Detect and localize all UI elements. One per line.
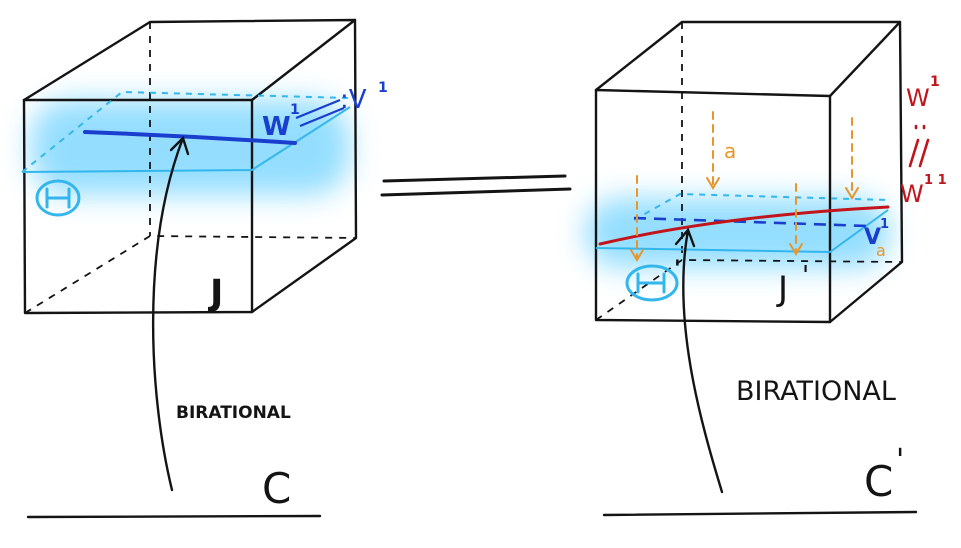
flow-arrow xyxy=(789,183,803,256)
right-w1-sup: 1 xyxy=(930,74,940,90)
left-glow xyxy=(30,100,350,195)
right-v-sup: 1 xyxy=(880,217,889,232)
right-base-label: C xyxy=(864,457,893,506)
right-slice-plane xyxy=(595,192,889,254)
left-arrow-label: BIRATIONAL xyxy=(176,403,291,423)
right-theta-symbol xyxy=(625,264,679,302)
left-base-line xyxy=(26,514,322,519)
left-diagram xyxy=(21,18,358,519)
left-divisor-curve xyxy=(83,130,297,145)
right-space-prime: ' xyxy=(802,261,809,291)
right-base-prime: ' xyxy=(896,443,904,478)
right-v-sub: a xyxy=(876,241,886,260)
right-base-line xyxy=(602,510,918,517)
right-glow xyxy=(585,198,890,268)
right-space-label: J xyxy=(776,269,788,309)
right-w-equiv-marks xyxy=(908,124,930,168)
right-flow-label: a xyxy=(724,139,736,163)
right-birational-arrow xyxy=(674,227,724,494)
flow-arrow xyxy=(630,175,644,262)
left-equiv-label: :V xyxy=(340,85,367,115)
flow-arrow xyxy=(845,117,859,200)
right-diagram xyxy=(585,20,930,517)
left-theta-symbol xyxy=(35,179,81,217)
left-slice-plane xyxy=(21,90,351,173)
right-red-curve xyxy=(598,205,890,246)
left-equiv-sup: 1 xyxy=(378,80,388,96)
right-flow-arrows xyxy=(630,111,859,262)
equals-sign xyxy=(380,174,572,197)
left-birational-arrow xyxy=(151,135,190,492)
left-base-label: C xyxy=(262,464,291,513)
flow-arrow xyxy=(706,111,720,190)
left-divisor-label: W xyxy=(262,112,291,142)
right-theta-prime: ' xyxy=(674,257,681,282)
left-cube-hidden-edges xyxy=(24,22,357,314)
right-w2-label: W xyxy=(900,180,924,208)
left-space-label: J xyxy=(207,273,223,314)
right-w2-sup: 1 1 xyxy=(924,173,947,188)
left-divisor-sup: 1 xyxy=(290,102,300,118)
right-w1-label: W xyxy=(906,84,930,112)
right-cube xyxy=(594,20,904,324)
right-v-label: V xyxy=(864,225,881,250)
right-arrow-label: BIRATIONAL xyxy=(736,376,896,407)
left-equiv-lines xyxy=(295,98,345,128)
